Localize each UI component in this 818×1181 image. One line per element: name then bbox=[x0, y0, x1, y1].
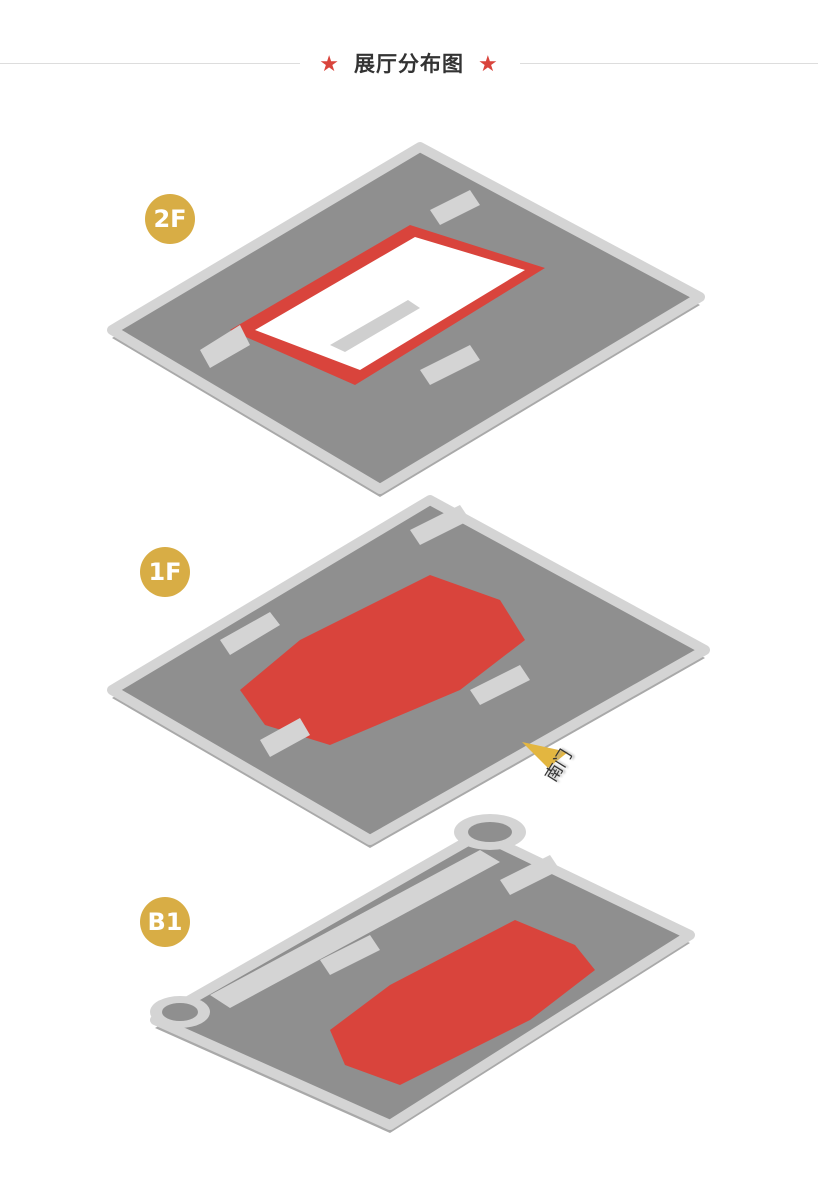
exhibit-area-1f bbox=[240, 575, 525, 745]
floor-badge-b1: B1 bbox=[140, 897, 190, 947]
floor-b1-plan bbox=[150, 814, 695, 1133]
star-icon: ★ bbox=[319, 52, 340, 77]
divider-left bbox=[0, 63, 300, 64]
star-icon: ★ bbox=[478, 52, 499, 77]
floor-badge-1f: 1F bbox=[140, 547, 190, 597]
page-title: ★展厅分布图★ bbox=[319, 52, 499, 77]
floor-1f-plan bbox=[107, 495, 710, 848]
divider-right bbox=[520, 63, 818, 64]
header: ★展厅分布图★ bbox=[0, 46, 818, 80]
floor-2f-plan bbox=[107, 142, 705, 497]
floor-badge-2f: 2F bbox=[145, 194, 195, 244]
entrance-arrow-icon bbox=[522, 742, 568, 768]
exhibit-area-b1 bbox=[330, 920, 595, 1085]
